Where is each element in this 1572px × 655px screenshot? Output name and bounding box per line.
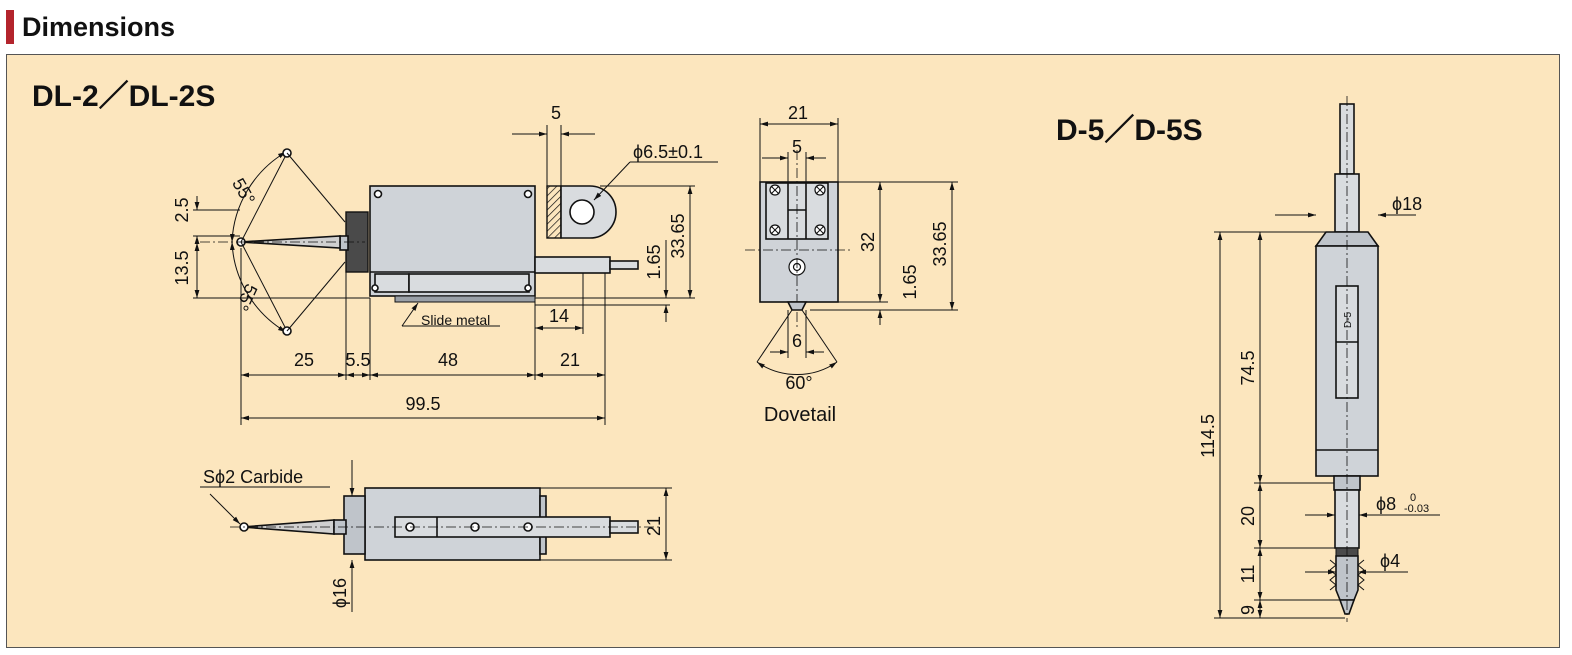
d5-dim-phi-18: ϕ18 — [1392, 194, 1422, 214]
d5-dim-phi-8: ϕ8 — [1376, 494, 1396, 514]
dim-21: 21 — [560, 350, 580, 370]
dim-33-65: 33.65 — [668, 213, 688, 258]
dim-phi-6-5: ϕ6.5±0.1 — [633, 142, 703, 162]
dovetail-dim-21: 21 — [788, 103, 808, 123]
header-accent-bar — [6, 10, 14, 44]
dim-2-5: 2.5 — [172, 197, 192, 222]
dim-99-5: 99.5 — [405, 394, 440, 414]
dovetail-dim-33-65: 33.65 — [930, 221, 950, 266]
dim-5-5: 5.5 — [345, 350, 370, 370]
d5-drawing: D-5／D-5S D-5 ϕ18 ϕ8 0 -0.03 ϕ4 — [1056, 96, 1440, 622]
dovetail-label: Dovetail — [764, 404, 836, 426]
d5-dim-phi-4: ϕ4 — [1380, 551, 1400, 571]
dim-5-top: 5 — [551, 103, 561, 123]
d5-dim-phi-8-tol-down: -0.03 — [1404, 503, 1429, 515]
dim-13-5: 13.5 — [172, 250, 192, 285]
dovetail-dim-32: 32 — [858, 232, 878, 252]
d5-title: D-5／D-5S — [1056, 114, 1203, 147]
label-slide-metal: Slide metal — [421, 312, 490, 328]
dovetail-dim-1-65: 1.65 — [900, 264, 920, 299]
dovetail-dim-60: 60° — [785, 373, 812, 393]
d5-dim-20: 20 — [1238, 506, 1258, 526]
d5-body-mark: D-5 — [1343, 312, 1354, 329]
dim-21-side: 21 — [644, 516, 664, 536]
dovetail-drawing: 21 5 32 1.65 33.65 6 60° Dovetail — [745, 103, 958, 426]
dl2-title: DL-2／DL-2S — [32, 80, 215, 113]
dl2-drawing: DL-2／DL-2S 55° 55° — [32, 80, 718, 612]
dovetail-dim-5: 5 — [792, 137, 802, 157]
dim-1-65: 1.65 — [644, 244, 664, 279]
section-header: Dimensions — [6, 8, 175, 46]
dim-phi-16: ϕ16 — [330, 578, 350, 608]
d5-dim-114-5: 114.5 — [1198, 414, 1218, 458]
d5-dim-9: 9 — [1238, 605, 1258, 615]
dim-55-bottom: 55° — [232, 281, 262, 314]
d5-dim-11: 11 — [1238, 565, 1258, 584]
dim-14: 14 — [549, 306, 569, 326]
section-title: Dimensions — [22, 11, 176, 42]
dovetail-dim-6: 6 — [792, 331, 802, 351]
label-carbide: Sϕ2 Carbide — [203, 467, 303, 487]
d5-dim-74-5: 74.5 — [1238, 350, 1258, 385]
dim-25: 25 — [294, 350, 314, 370]
dim-48: 48 — [438, 350, 458, 370]
d5-dim-phi-8-tol-up: 0 — [1410, 492, 1416, 504]
